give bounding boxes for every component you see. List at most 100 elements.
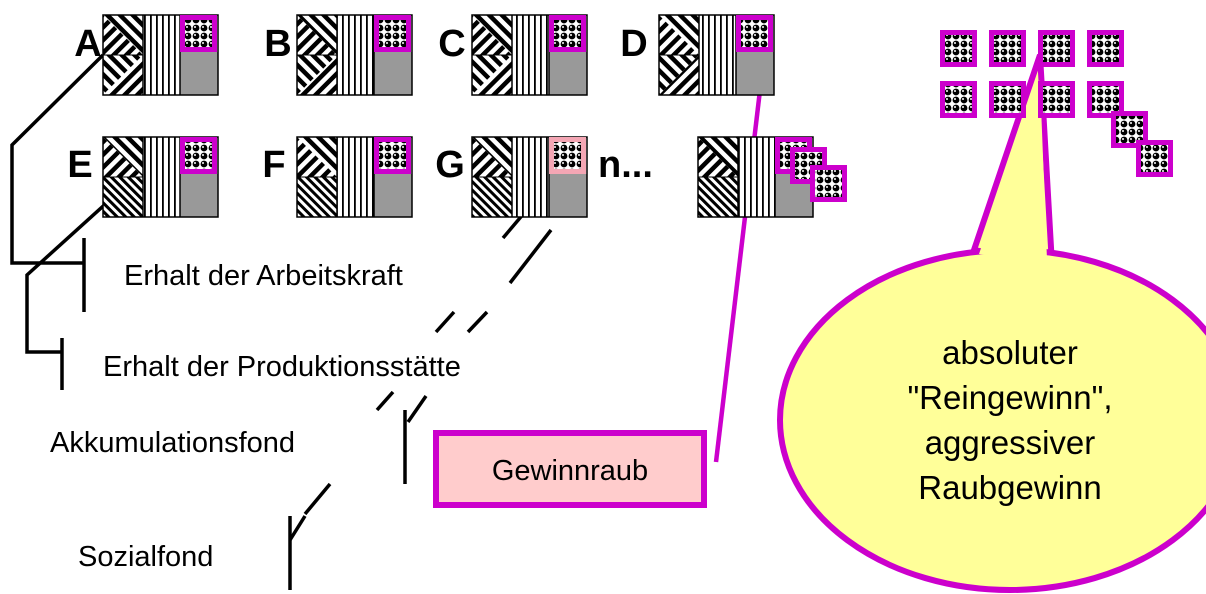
gray-cell — [549, 52, 587, 95]
dot-cell — [736, 15, 773, 52]
unit-block-7 — [697, 136, 847, 218]
connector-dash — [303, 482, 332, 516]
lower-left-hatch — [698, 177, 738, 217]
middle-column — [337, 15, 374, 95]
connector-dash — [508, 228, 553, 285]
dot-cell — [549, 137, 586, 174]
label-produktionsstaette: Erhalt der Produktionsstätte — [103, 351, 461, 383]
upper-left-hatch-2 — [103, 15, 143, 55]
cluster-cell — [1038, 30, 1075, 67]
unit-letter: A — [74, 23, 101, 65]
connector-dash — [434, 310, 456, 334]
connector-produktion — [25, 168, 145, 354]
cluster-cell — [989, 81, 1026, 118]
middle-column — [337, 137, 374, 217]
unit-block-2 — [471, 14, 588, 96]
lower-left-hatch-2 — [103, 55, 143, 95]
dot-cell-pattern — [945, 35, 972, 62]
lower-left-hatch — [103, 177, 143, 217]
gray-cell — [180, 174, 218, 217]
lower-left-hatch-2 — [297, 55, 337, 95]
cluster-cell — [1038, 81, 1075, 118]
dot-cell-pattern — [1141, 145, 1168, 172]
connector-lines — [10, 47, 768, 590]
middle-column — [738, 137, 775, 217]
lower-left-hatch-2 — [472, 55, 512, 95]
cluster-cell — [940, 81, 977, 118]
bubble-line-2: "Reingewinn", — [907, 379, 1112, 416]
gray-cell — [180, 52, 218, 95]
middle-column — [699, 15, 736, 95]
unit-letter: C — [438, 23, 465, 65]
middle-column — [143, 15, 180, 95]
lower-left-hatch-2 — [659, 55, 699, 95]
unit-letter: F — [262, 144, 285, 186]
unit-letter: G — [435, 144, 465, 186]
upper-left-hatch-2 — [472, 15, 512, 55]
connector-dash — [406, 395, 428, 423]
dot-cell-pattern — [994, 86, 1021, 113]
cluster-cell — [1136, 140, 1173, 177]
fund-labels: Erhalt der Arbeitskraft Erhalt der Produ… — [50, 260, 461, 573]
bubble-body — [777, 247, 1206, 593]
gray-cell — [736, 52, 774, 95]
label-akkumulationsfond: Akkumulationsfond — [50, 427, 295, 459]
bubble-line-3: aggressiver — [925, 424, 1096, 461]
upper-left-hatch-2 — [297, 137, 337, 177]
middle-column — [143, 137, 180, 217]
unit-block-5 — [296, 136, 413, 218]
label-gewinnraub: Gewinnraub — [492, 455, 648, 487]
extra-dot-cell — [810, 165, 847, 202]
lower-left-hatch — [472, 177, 512, 217]
unit-block-6 — [471, 136, 588, 218]
gray-cell — [549, 174, 587, 217]
upper-left-hatch-2 — [659, 15, 699, 55]
lower-left-hatch — [297, 177, 337, 217]
dot-cell-pattern — [554, 142, 581, 169]
unit-blocks — [102, 14, 847, 218]
dot-cell-pattern — [1116, 116, 1143, 143]
cluster-cell — [1111, 111, 1148, 148]
dot-cell-pattern — [1092, 86, 1119, 113]
gray-cell — [374, 174, 412, 217]
connector-sozial-tail — [288, 515, 307, 541]
dot-cell-pattern — [1092, 35, 1119, 62]
unit-letter: n... — [598, 144, 653, 186]
upper-left-hatch-2 — [103, 137, 143, 177]
cluster-cell — [940, 30, 977, 67]
dot-cell-pattern — [994, 35, 1021, 62]
bubble-join — [979, 80, 1047, 260]
unit-block-1 — [296, 14, 413, 96]
gewinnraub-box: Gewinnraub — [433, 430, 707, 508]
dot-cell — [180, 137, 217, 174]
connector-arbeitskraft — [10, 53, 105, 265]
dot-cell-pattern — [1043, 35, 1070, 62]
dot-cell — [374, 15, 411, 52]
connector-dash — [375, 390, 395, 412]
unit-letter: B — [264, 23, 291, 65]
unit-block-3 — [658, 14, 775, 96]
dot-cell-pattern — [379, 20, 406, 47]
bubble-line-4: Raubgewinn — [918, 469, 1101, 506]
upper-left-hatch-2 — [698, 137, 738, 177]
dot-cell-pattern — [185, 142, 212, 169]
gray-cell — [374, 52, 412, 95]
label-sozialfond: Sozialfond — [78, 541, 213, 573]
dot-cell-pattern — [379, 142, 406, 169]
dot-cell — [180, 15, 217, 52]
gain-cluster — [940, 30, 1173, 177]
dot-cell-pattern — [554, 20, 581, 47]
unit-block-4 — [102, 136, 219, 218]
connector-gewinnraub — [713, 47, 768, 463]
upper-left-hatch-2 — [297, 15, 337, 55]
dot-cell-pattern — [815, 170, 842, 197]
middle-column — [512, 137, 549, 217]
middle-column — [512, 15, 549, 95]
profit-bubble: absoluter "Reingewinn", aggressiver Raub… — [777, 54, 1206, 593]
connector-dash — [466, 310, 489, 334]
gewinnraub-box-frame — [433, 430, 707, 508]
dot-cell-pattern — [185, 20, 212, 47]
dot-cell — [549, 15, 586, 52]
